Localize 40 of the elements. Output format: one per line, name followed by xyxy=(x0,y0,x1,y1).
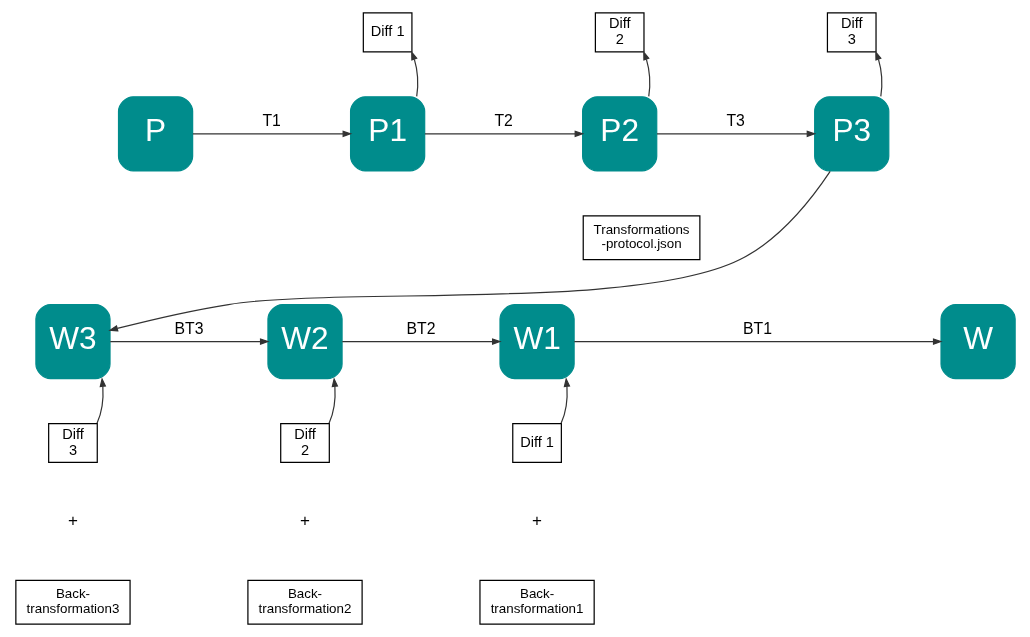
node-box: Transformations -protocol.json xyxy=(582,215,700,261)
label: + xyxy=(67,510,78,530)
node-box: Diff 3 xyxy=(826,12,877,53)
arrow xyxy=(573,338,943,345)
node-box: P3 xyxy=(813,96,889,172)
node-box: W2 xyxy=(266,303,343,380)
node-box: W1 xyxy=(498,303,575,380)
node-box: Back- transformation2 xyxy=(246,579,363,625)
edge-label: BT1 xyxy=(742,319,772,337)
arrow xyxy=(874,50,882,98)
arrow xyxy=(327,377,338,424)
node-box: W xyxy=(939,303,1016,380)
arrow xyxy=(107,170,831,332)
arrow xyxy=(410,50,418,98)
node-box: Diff 1 xyxy=(362,12,413,53)
node-box: P1 xyxy=(349,96,425,172)
arrow xyxy=(191,130,352,138)
arrow xyxy=(341,338,502,345)
edge-label: BT2 xyxy=(406,319,436,337)
node-box: W3 xyxy=(34,303,111,380)
node-box: Diff 2 xyxy=(279,423,330,464)
arrow xyxy=(109,338,270,345)
node-box: Back- transformation3 xyxy=(14,579,131,625)
node-box: P xyxy=(117,96,193,172)
edge-label: BT3 xyxy=(174,319,203,337)
node-box: Diff 3 xyxy=(47,423,98,464)
label: + xyxy=(531,510,542,530)
arrow xyxy=(423,130,584,138)
arrow xyxy=(95,377,106,424)
node-box: P2 xyxy=(581,96,657,172)
arrow xyxy=(560,377,570,424)
node-box: Diff 2 xyxy=(594,12,645,53)
edge-label: T1 xyxy=(261,111,281,129)
arrow xyxy=(655,130,816,138)
node-box: Diff 1 xyxy=(511,423,562,464)
edge-label: T2 xyxy=(493,111,513,129)
edge-label: T3 xyxy=(726,111,745,129)
node-box: Back- transformation1 xyxy=(478,579,595,625)
arrow xyxy=(642,50,650,98)
label: + xyxy=(299,510,310,530)
